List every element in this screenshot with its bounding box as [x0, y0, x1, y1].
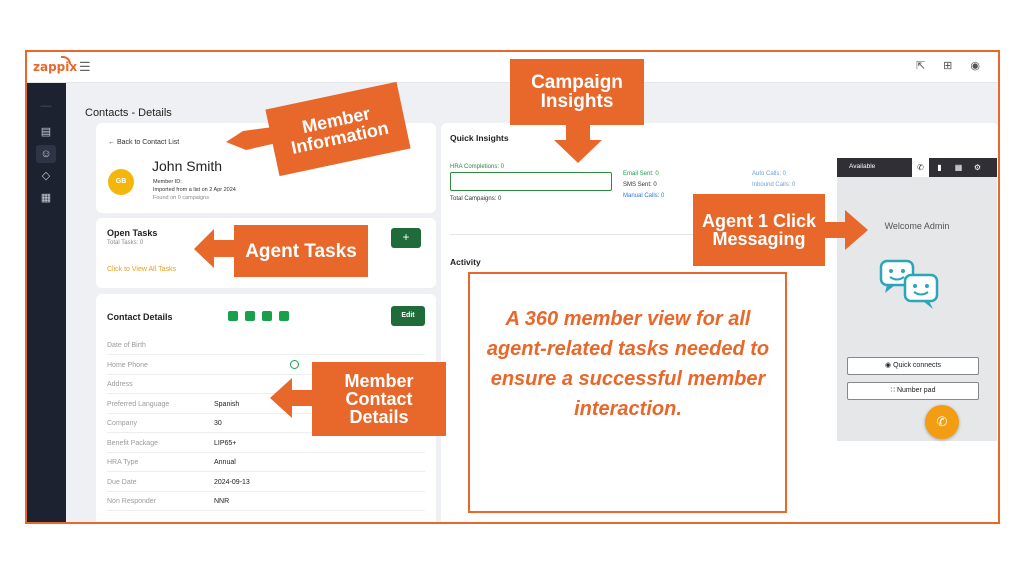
imported-info: Imported from a list on 2 Apr 2024: [153, 187, 236, 193]
document-icon[interactable]: ▤: [40, 126, 52, 138]
total-campaigns: Total Campaigns: 0: [450, 196, 502, 202]
detail-value: Spanish: [214, 400, 240, 408]
detail-row: Address: [107, 375, 425, 394]
detail-row: Date of Birth: [107, 336, 425, 355]
chat-icon[interactable]: ▮: [937, 163, 942, 172]
hamburger-menu-icon[interactable]: ☰: [79, 59, 91, 74]
phone-icon[interactable]: ✆: [912, 158, 929, 177]
number-pad-icon: ∷: [890, 387, 897, 394]
report-icon[interactable]: ▦: [40, 192, 52, 204]
call-fab-button[interactable]: ✆: [925, 405, 959, 439]
detail-label: Date of Birth: [107, 342, 146, 349]
detail-label: Preferred Language: [107, 400, 170, 408]
agent-status[interactable]: Available: [849, 163, 876, 170]
manual-calls: Manual Calls: 0: [623, 193, 665, 199]
number-pad-button[interactable]: ∷ Number pad: [847, 382, 979, 400]
detail-label: Non Responder: [107, 498, 157, 505]
detail-row: Preferred Language Spanish: [107, 395, 425, 414]
detail-row: Benefit Package LIP65+: [107, 434, 425, 453]
sms-sent: SMS Sent: 0: [623, 182, 657, 188]
inbound-calls: Inbound Calls: 0: [752, 182, 796, 188]
detail-value: 30: [214, 420, 222, 427]
contacts-icon[interactable]: ☺: [36, 145, 56, 163]
view-all-tasks-link[interactable]: Click to View All Tasks: [107, 266, 176, 273]
detail-label: Benefit Package: [107, 439, 158, 447]
quick-connects-icon: ◉: [885, 362, 894, 369]
briefcase-icon[interactable]: [279, 311, 289, 321]
detail-label: Due Date: [107, 478, 137, 486]
sidebar: — ▤ ☺ ◇ ▦: [27, 83, 66, 522]
avatar: GB: [108, 169, 134, 195]
number-pad-label: Number pad: [896, 387, 936, 394]
detail-label: Home Phone: [107, 361, 148, 369]
activity-title: Activity: [450, 257, 481, 267]
page-title: Contacts - Details: [85, 107, 172, 119]
open-tasks-title: Open Tasks: [107, 228, 158, 238]
hra-progress-box: [450, 172, 612, 191]
arrow-agent-tasks: [194, 229, 234, 268]
found-on-info: Found on 0 campaigns: [153, 195, 209, 201]
contact-details-title: Contact Details: [107, 312, 173, 322]
contact-actions: [228, 311, 289, 321]
tag-icon[interactable]: ◇: [41, 170, 51, 182]
quick-connects-label: Quick connects: [893, 362, 941, 369]
back-to-contacts-link[interactable]: ← Back to Contact List: [108, 139, 180, 146]
contact-center-panel: Available ✆ ▮ ▦ ⚙ Welcome Admin ◉ Quick …: [837, 158, 997, 441]
callout-campaign-insights: Campaign Insights: [510, 59, 644, 125]
detail-row: HRA Type Annual: [107, 453, 425, 472]
callout-agent-tasks: Agent Tasks: [234, 225, 368, 277]
quick-connects-button[interactable]: ◉ Quick connects: [847, 357, 979, 375]
quick-insights-title: Quick Insights: [450, 133, 509, 143]
detail-value: NNR: [214, 498, 230, 505]
edit-button[interactable]: Edit: [391, 306, 425, 326]
detail-value: LIP65+: [214, 439, 237, 447]
detail-row: Non Responder NNR: [107, 492, 425, 511]
add-task-button[interactable]: +: [391, 228, 421, 248]
detail-row: Home Phone: [107, 356, 425, 375]
callout-agent-messaging: Agent 1 Click Messaging: [693, 194, 825, 266]
chat-icon[interactable]: [228, 311, 238, 321]
tagline-box: A 360 member view for all agent-related …: [468, 272, 787, 513]
member-name: John Smith: [152, 158, 223, 174]
cc-header: Available ✆ ▮ ▦ ⚙: [837, 158, 997, 177]
detail-label: Company: [107, 420, 137, 427]
detail-label: HRA Type: [107, 459, 139, 466]
arrow-agent-messaging: [825, 210, 868, 250]
apps-icon[interactable]: ⊞: [943, 60, 953, 72]
clipboard-icon[interactable]: ▦: [954, 163, 963, 172]
detail-row: Due Date 2024-09-13: [107, 473, 425, 492]
top-icons: ⇱ ⊞ ◉: [916, 59, 980, 72]
email-icon[interactable]: [262, 311, 272, 321]
detail-value: 2024-09-13: [214, 478, 250, 486]
arrow-campaign-insights: [554, 125, 602, 163]
email-sent: Email Sent: 0: [623, 171, 659, 177]
chat-bots-icon: [879, 259, 939, 309]
sidebar-divider: —: [40, 100, 52, 112]
phone-icon[interactable]: [245, 311, 255, 321]
expand-icon[interactable]: ⇱: [915, 60, 926, 72]
account-icon[interactable]: ◉: [970, 60, 980, 72]
arrow-member-info: [226, 125, 290, 150]
member-id-label: Member ID:: [153, 179, 182, 185]
detail-value: Annual: [214, 459, 236, 466]
verified-check-icon: [290, 359, 299, 369]
detail-label: Address: [107, 381, 133, 388]
auto-calls: Auto Calls: 0: [752, 171, 787, 177]
welcome-text: Welcome Admin: [884, 221, 950, 231]
arrow-member-contact: [270, 378, 312, 418]
hra-completions: HRA Completions: 0: [450, 164, 505, 170]
callout-member-contact-details: Member Contact Details: [312, 362, 446, 436]
detail-row: Company 30: [107, 414, 425, 433]
tagline-text: A 360 member view for all agent-related …: [486, 308, 770, 420]
logo-arc-icon: [61, 56, 71, 64]
gear-icon[interactable]: ⚙: [973, 163, 982, 172]
total-tasks: Total Tasks: 0: [107, 240, 144, 246]
